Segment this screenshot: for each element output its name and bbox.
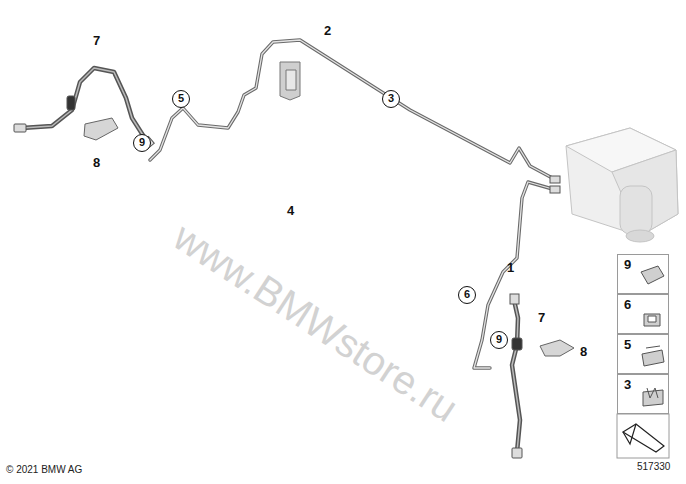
part-number: 4 — [287, 203, 294, 218]
footer-text: 517330 — [637, 461, 670, 472]
brake-line — [150, 40, 556, 180]
callout-circle: 9 — [133, 134, 151, 152]
callout-number: 9 — [491, 332, 507, 347]
legend-box: 9 — [617, 254, 669, 294]
legend-box: 5 — [617, 334, 669, 374]
part-number: 8 — [93, 155, 100, 170]
callout-number: 3 — [383, 91, 399, 106]
callout-number: 6 — [618, 295, 668, 313]
callout-circle: 6 — [458, 286, 476, 304]
legend-arrow-box — [617, 414, 669, 458]
part-number: 7 — [538, 310, 545, 325]
callout-circle: 3 — [382, 90, 400, 108]
brake-hose — [512, 300, 520, 452]
footer-text: © 2021 BMW AG — [6, 464, 82, 475]
callout-number: 5 — [618, 335, 668, 353]
callout-circle: 9 — [490, 331, 508, 349]
part-number: 1 — [507, 260, 514, 275]
brake-line — [474, 182, 556, 368]
abs-unit — [566, 128, 678, 242]
part-number: 7 — [93, 33, 100, 48]
legend-box: 3 — [617, 374, 669, 414]
brake-hose — [22, 68, 146, 140]
clip-bracket — [280, 62, 300, 100]
callout-number: 9 — [134, 135, 150, 150]
part-number: 8 — [580, 344, 587, 359]
callout-number: 6 — [459, 287, 475, 302]
callout-number: 5 — [173, 91, 189, 106]
legend-icons — [641, 266, 664, 406]
watermark: www.BMWstore.ru — [165, 214, 465, 431]
callout-number: 9 — [618, 255, 668, 273]
callout-circle: 5 — [172, 90, 190, 108]
legend-box: 6 — [617, 294, 669, 334]
callout-number: 3 — [618, 375, 668, 393]
part-number: 2 — [324, 23, 331, 38]
